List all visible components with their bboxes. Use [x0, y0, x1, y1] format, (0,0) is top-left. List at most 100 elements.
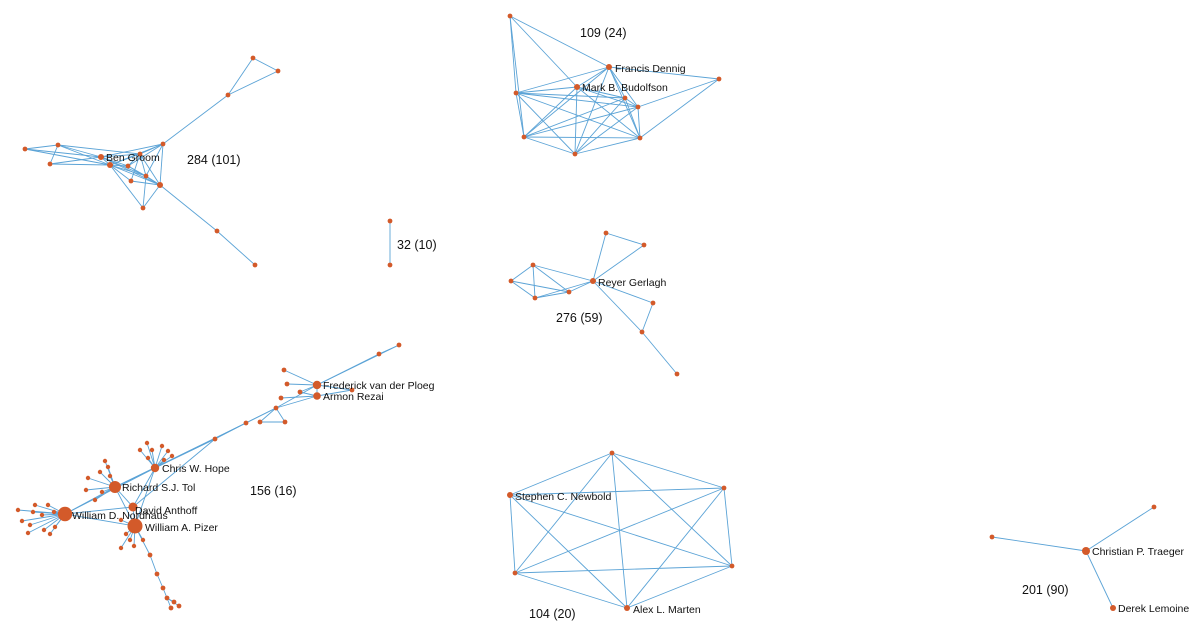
- network-edge: [637, 78, 720, 108]
- network-edge: [509, 452, 613, 496]
- network-node: [102, 458, 108, 464]
- network-edge: [159, 184, 218, 232]
- network-node: [214, 228, 220, 234]
- node-label: Ben Groom: [106, 152, 160, 164]
- network-node: [989, 534, 995, 540]
- network-node: [284, 381, 290, 387]
- network-node: [105, 464, 111, 470]
- network-edge: [532, 264, 536, 299]
- network-edge: [21, 513, 66, 522]
- network-edge: [624, 97, 641, 139]
- network-edge: [259, 407, 277, 423]
- network-node: [27, 522, 33, 528]
- network-edge: [723, 487, 733, 567]
- network-node: [147, 552, 153, 558]
- cluster-label: 109 (24): [580, 26, 627, 40]
- network-node: [45, 502, 51, 508]
- network-node: [30, 509, 36, 515]
- network-edge: [605, 232, 645, 246]
- network-edge: [574, 106, 639, 155]
- network-node: [312, 380, 322, 390]
- network-node: [41, 527, 47, 533]
- network-node: [250, 55, 256, 61]
- network-node: [590, 278, 596, 284]
- network-edge: [57, 144, 111, 166]
- network-edge: [109, 164, 129, 167]
- network-node: [57, 506, 73, 522]
- network-node: [51, 509, 57, 515]
- network-node: [107, 473, 113, 479]
- network-edge: [49, 144, 59, 165]
- network-edge: [576, 86, 641, 139]
- network-node: [22, 146, 28, 152]
- network-edge: [142, 175, 147, 209]
- network-edge: [532, 264, 594, 282]
- node-label: Armon Rezai: [323, 391, 384, 403]
- network-edge: [100, 153, 141, 158]
- network-edge: [509, 494, 516, 574]
- network-node: [252, 262, 258, 268]
- network-edge: [378, 344, 400, 355]
- network-edge: [57, 144, 141, 155]
- network-edge: [64, 486, 116, 515]
- network-edge: [611, 452, 725, 489]
- network-edge: [608, 66, 720, 80]
- network-node: [376, 351, 382, 357]
- network-node: [572, 151, 578, 157]
- network-edge: [216, 230, 256, 266]
- network-node: [19, 518, 25, 524]
- network-node: [164, 595, 170, 601]
- network-node: [144, 440, 150, 446]
- network-edge: [510, 280, 536, 299]
- network-node: [32, 502, 38, 508]
- network-edge: [280, 395, 318, 399]
- node-label: William D. Nordhaus: [72, 510, 168, 522]
- network-node: [721, 485, 727, 491]
- network-node: [609, 450, 615, 456]
- network-edge: [64, 506, 134, 515]
- network-node: [641, 242, 647, 248]
- network-node: [273, 405, 279, 411]
- network-edge: [641, 331, 678, 375]
- network-edge: [159, 143, 164, 186]
- network-node: [47, 161, 53, 167]
- network-node: [128, 178, 134, 184]
- labels-layer: 284 (101) 109 (24) 32 (10) 276 (59) 156 …: [72, 26, 1189, 621]
- network-edge: [283, 369, 318, 386]
- network-edge: [592, 280, 654, 304]
- network-edge: [316, 384, 353, 391]
- network-node: [281, 367, 287, 373]
- network-edge: [568, 280, 594, 293]
- network-node: [131, 543, 137, 549]
- network-node: [606, 64, 612, 70]
- network-node: [165, 448, 171, 454]
- cluster-label: 201 (90): [1022, 583, 1069, 597]
- network-node: [313, 392, 321, 400]
- cluster-label: 32 (10): [397, 238, 437, 252]
- node-label: Derek Lemoine: [1118, 603, 1189, 615]
- network-edge: [109, 164, 147, 177]
- node-label: Reyer Gerlagh: [598, 277, 666, 289]
- network-node: [107, 162, 113, 168]
- network-node: [149, 447, 155, 453]
- network-edge: [57, 144, 102, 158]
- network-edge: [523, 66, 610, 138]
- network-edge: [139, 143, 164, 155]
- network-edge: [574, 137, 641, 155]
- cluster-label: 104 (20): [529, 607, 576, 621]
- network-node: [176, 603, 182, 609]
- network-edge: [64, 513, 136, 527]
- network-edge: [127, 143, 164, 167]
- node-label: Chris W. Hope: [162, 463, 230, 475]
- network-edge: [510, 280, 570, 293]
- network-node: [83, 487, 89, 493]
- network-edge: [592, 244, 645, 282]
- network-node: [635, 104, 641, 110]
- network-edge: [514, 487, 725, 574]
- network-edge: [608, 66, 626, 99]
- network-node: [225, 92, 231, 98]
- network-edge: [576, 66, 610, 88]
- network-edge: [515, 66, 610, 94]
- node-label: Frederick van der Ploeg: [323, 380, 435, 392]
- network-edge: [641, 302, 654, 333]
